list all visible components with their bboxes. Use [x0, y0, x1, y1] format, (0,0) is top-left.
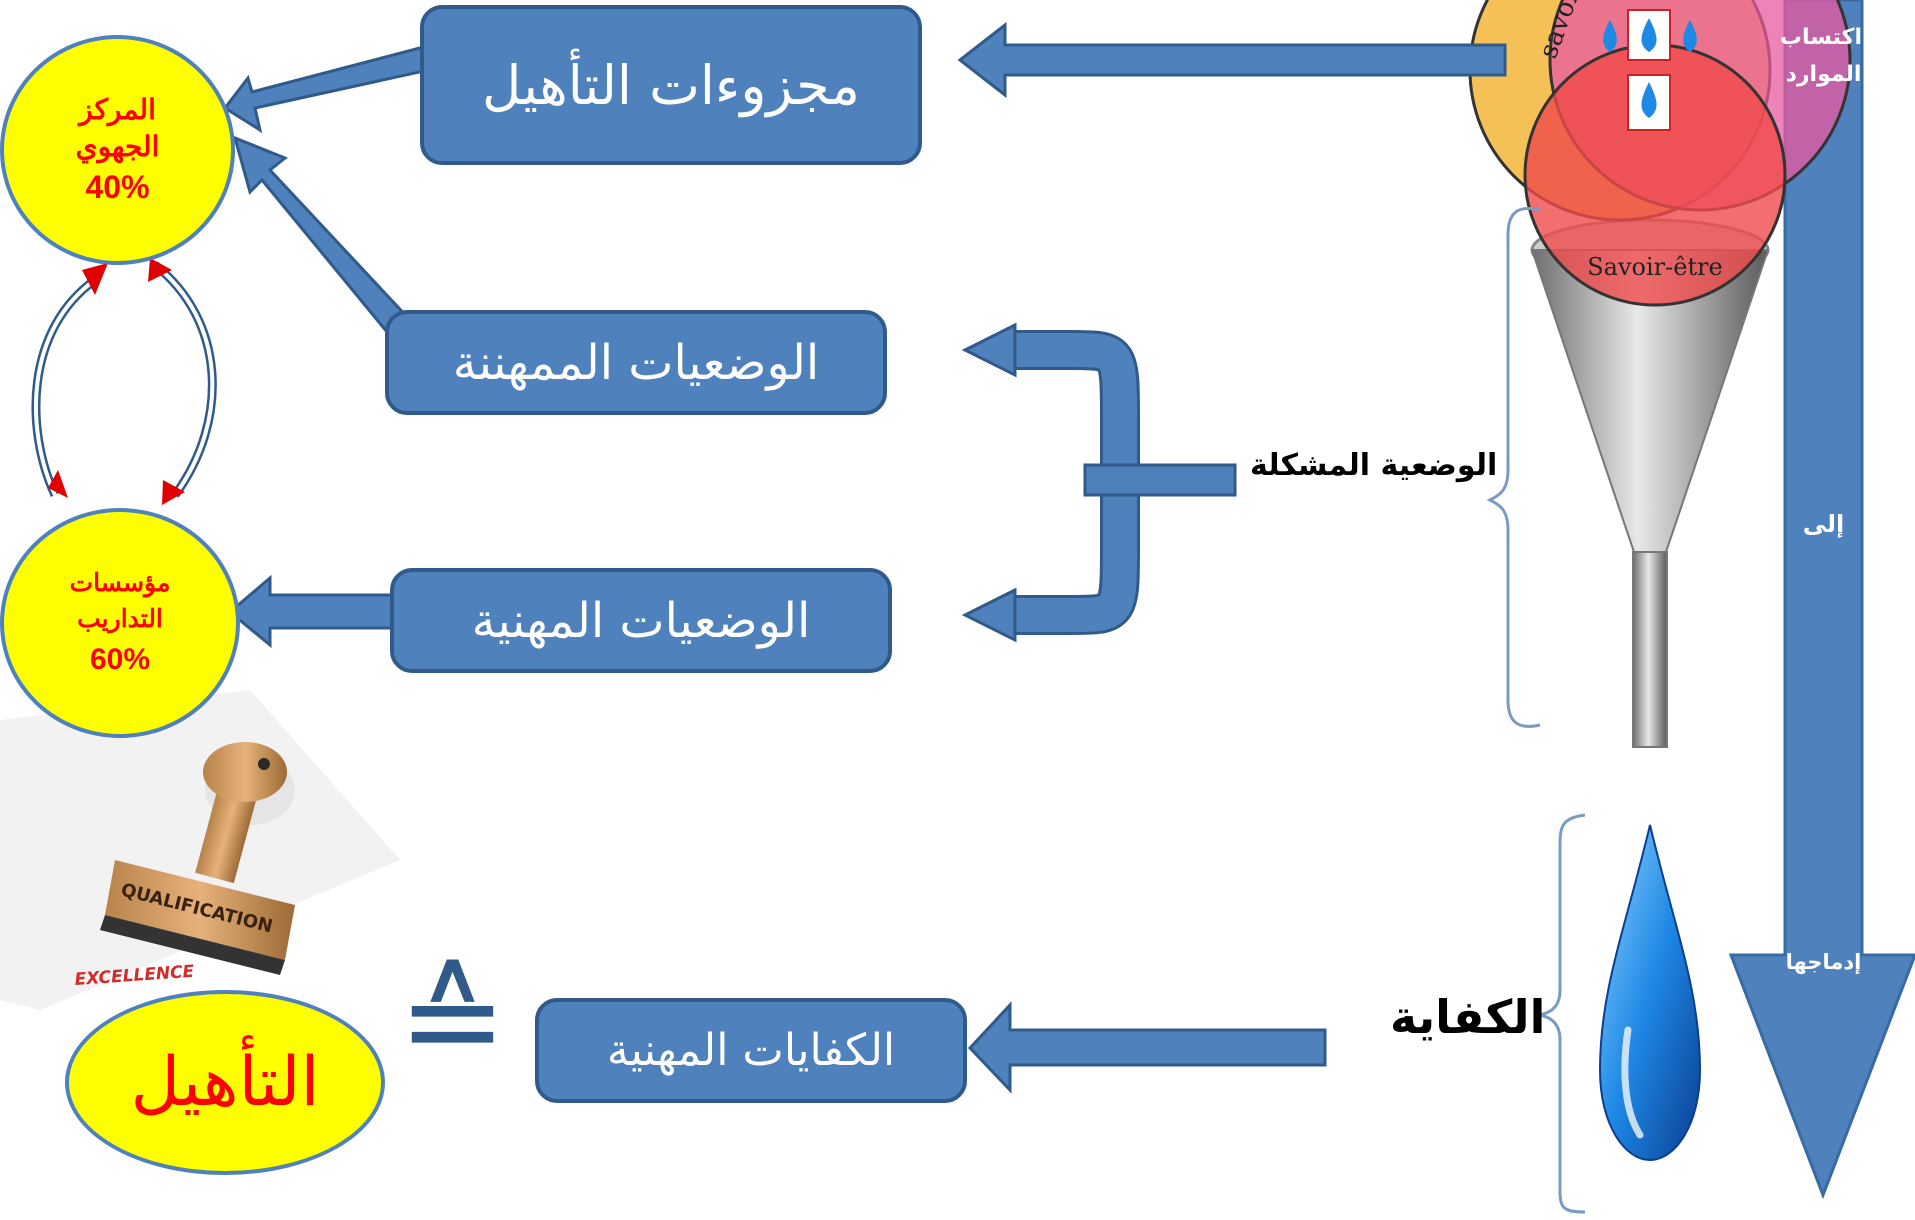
- professionalized-situations-label: الوضعيات الممهننة: [452, 334, 820, 391]
- arrow-label-to: إلى: [1802, 510, 1845, 538]
- arrow-to-training-institutions: [227, 574, 397, 649]
- arrow-label-acquire: اكتساب الموارد: [1779, 25, 1862, 87]
- training-institutions-percent: 60%: [89, 642, 151, 676]
- professional-competencies-label: الكفايات المهنية: [606, 1025, 896, 1076]
- water-drop-image: [1598, 824, 1702, 1162]
- brace-competence: [1539, 813, 1586, 1214]
- qualification-stamp-image: QUALIFICATION EXCELLENCE: [0, 690, 400, 1010]
- brace-problem-situation: [1486, 207, 1541, 728]
- training-institutions-circle: مؤسسات التداريب 60%: [0, 508, 240, 738]
- equivalence-symbol: ≙: [398, 944, 507, 1096]
- regional-center-circle: المركز الجهوي 40%: [0, 35, 235, 265]
- training-institutions-line2: التداريب: [77, 605, 163, 634]
- training-institutions-line1: مؤسسات: [69, 569, 171, 597]
- arrow-to-modules: [957, 21, 1507, 99]
- arrow-situations-to-regional-center: [232, 135, 413, 341]
- arrow-label-acquire-line1: اكتساب: [1779, 25, 1862, 50]
- arrow-label-integrate: إدماجها: [1785, 950, 1862, 974]
- professional-competencies-box: الكفايات المهنية: [535, 998, 967, 1103]
- regional-center-line2: الجهوي: [75, 131, 160, 163]
- resources-integration-arrow: [1728, 0, 1915, 1200]
- cycle-arrows: [31, 258, 217, 505]
- arrow-label-acquire-line2: الموارد: [1785, 62, 1862, 87]
- professional-situations-label: الوضعيات المهنية: [471, 592, 811, 649]
- modules-box: مجزوءات التأهيل: [420, 5, 922, 165]
- qualification-label: التأهيل: [130, 1043, 320, 1122]
- bracket-arrow: [961, 322, 1237, 643]
- professionalized-situations-box: الوضعيات الممهننة: [385, 310, 887, 415]
- competence-label: الكفاية: [1390, 990, 1546, 1044]
- qualification-ellipse: التأهيل: [65, 990, 385, 1175]
- regional-center-line1: المركز: [79, 93, 156, 125]
- venn-label-savoir-etre: Savoir-être: [1587, 253, 1723, 281]
- regional-center-percent: 40%: [85, 169, 150, 206]
- problem-situation-label: الوضعية المشكلة: [1250, 448, 1498, 483]
- modules-box-label: مجزوءات التأهيل: [482, 53, 860, 117]
- professional-situations-box: الوضعيات المهنية: [390, 568, 892, 673]
- arrow-to-competencies: [967, 1001, 1327, 1094]
